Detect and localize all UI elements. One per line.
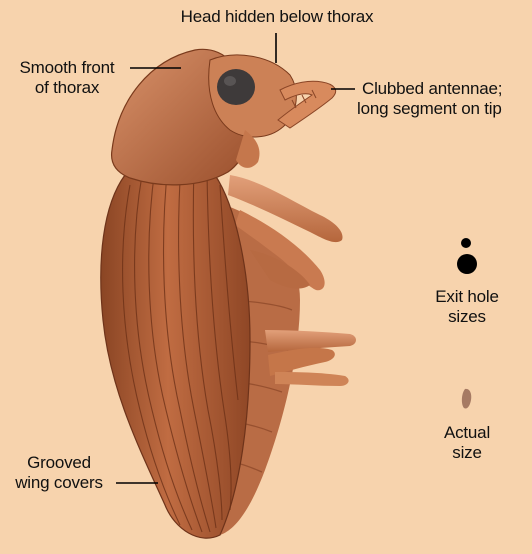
- label-wing-line1: Grooved: [6, 453, 112, 473]
- label-wing-covers: Grooved wing covers: [6, 453, 112, 493]
- label-exit-holes: Exit hole sizes: [420, 287, 514, 327]
- label-antennae-line1: Clubbed antennae;: [357, 79, 529, 99]
- label-thorax-line2: of thorax: [8, 78, 126, 98]
- label-exit-line1: Exit hole: [420, 287, 514, 307]
- label-thorax-line1: Smooth front: [8, 58, 126, 78]
- beetle-wing-covers: [101, 154, 250, 538]
- label-thorax: Smooth front of thorax: [8, 58, 126, 98]
- label-head: Head hidden below thorax: [157, 7, 397, 27]
- beetle-eye: [217, 69, 255, 105]
- label-antennae-line2: long segment on tip: [357, 99, 529, 119]
- actual-size-beetle: [462, 389, 471, 409]
- label-actual-line1: Actual: [425, 423, 509, 443]
- label-actual-size: Actual size: [425, 423, 509, 463]
- label-wing-line2: wing covers: [6, 473, 112, 493]
- exit-hole-large: [457, 254, 477, 274]
- label-exit-line2: sizes: [420, 307, 514, 327]
- label-antennae: Clubbed antennae; long segment on tip: [357, 79, 529, 119]
- label-actual-line2: size: [425, 443, 509, 463]
- exit-hole-small: [461, 238, 471, 248]
